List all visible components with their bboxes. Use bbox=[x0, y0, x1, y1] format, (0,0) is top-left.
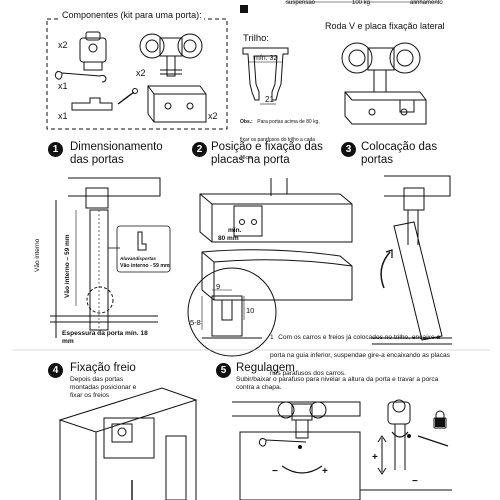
step1-badge-brand: Aluvandisportas bbox=[120, 256, 156, 261]
step4-text: Depois das portas montadas posicionar e … bbox=[70, 376, 137, 399]
step1-badge-text: Vão interno - 59 mm bbox=[120, 263, 170, 269]
step4-number: 4 bbox=[48, 363, 63, 378]
brake-component bbox=[79, 31, 107, 71]
step2-min-label: mín. bbox=[228, 227, 242, 234]
rail-note: Obs.: Para portas acima de 80 kg, fixar … bbox=[240, 110, 322, 164]
wrench-component bbox=[54, 71, 107, 83]
step5-minus-left: − bbox=[272, 466, 278, 477]
step5-number: 5 bbox=[216, 363, 231, 378]
rail-dim-width: mín. 32 bbox=[254, 55, 278, 62]
step4-diagram bbox=[58, 387, 198, 500]
step1-thickness: Espessura da porta mín. 18 mm bbox=[62, 330, 148, 345]
carriage-component bbox=[139, 33, 203, 77]
rail-note-text: Para portas acima de 80 kg, fixar os par… bbox=[240, 119, 320, 161]
step3-title: Colocação das portas bbox=[361, 141, 438, 166]
step2-diagram bbox=[187, 178, 353, 357]
header-label-suspension: suspensão bbox=[286, 0, 316, 6]
step5-minus-right: − bbox=[412, 476, 418, 487]
step2-note-number: 1 bbox=[270, 334, 274, 341]
rail-title: Trilho: bbox=[243, 33, 270, 44]
step1-number: 1 bbox=[48, 142, 63, 157]
lock-icon bbox=[433, 410, 447, 428]
step2-number: 2 bbox=[192, 142, 207, 157]
guide-component bbox=[71, 97, 113, 111]
wheel-plate-assembly bbox=[341, 42, 427, 125]
components-qty-carriage: x2 bbox=[136, 68, 146, 78]
step5-plus-left: + bbox=[322, 466, 328, 477]
step5-plus-right: + bbox=[372, 452, 378, 463]
components-qty-guide: x1 bbox=[58, 111, 68, 121]
plate-component bbox=[147, 85, 207, 123]
step2-note: 1 Com os carros e freios já colocados no… bbox=[270, 326, 455, 380]
components-qty-plate: x2 bbox=[208, 111, 218, 121]
rail-profile bbox=[242, 47, 289, 105]
step2-title: Posição e fixação das placas na porta bbox=[211, 141, 323, 166]
screw-component bbox=[117, 88, 138, 105]
components-title: Componentes (kit para uma porta): bbox=[60, 10, 204, 20]
step2-dim-5-8: 5-8 bbox=[190, 318, 201, 327]
step2-note-text: Com os carros e freios já colocados no t… bbox=[270, 334, 450, 377]
step1-title: Dimensionamento das portas bbox=[70, 141, 163, 166]
step2-min-value: 80 mm bbox=[218, 235, 239, 242]
wheel-title: Roda V e placa fixação lateral bbox=[325, 21, 445, 31]
header-label-alignment: alinhamento bbox=[410, 0, 443, 6]
step5-diagram bbox=[232, 399, 452, 500]
step4-title: Fixação freio bbox=[70, 362, 136, 374]
step5-title: Regulagem bbox=[236, 362, 295, 374]
step1-diagram bbox=[50, 177, 161, 338]
step3-diagram bbox=[372, 175, 452, 345]
header-label-weight: 100 kg bbox=[352, 0, 371, 6]
step5-text: Subir/baixar o parafuso para nivelar a a… bbox=[236, 376, 439, 391]
step3-number: 3 bbox=[341, 142, 356, 157]
rail-note-label: Obs.: bbox=[240, 119, 253, 125]
step2-dim-10: 10 bbox=[246, 306, 255, 315]
step2-dim-9: 9 bbox=[216, 282, 221, 291]
rotate-arrow-icon bbox=[374, 248, 394, 292]
rail-dim-gap: 21 bbox=[265, 95, 274, 104]
components-qty-brake: x2 bbox=[58, 40, 68, 50]
components-qty-wrench: x1 bbox=[58, 81, 68, 91]
step1-vao-label: Vão interno bbox=[34, 238, 41, 272]
step1-vao-dim: Vão interno – 59 mm bbox=[64, 234, 71, 298]
